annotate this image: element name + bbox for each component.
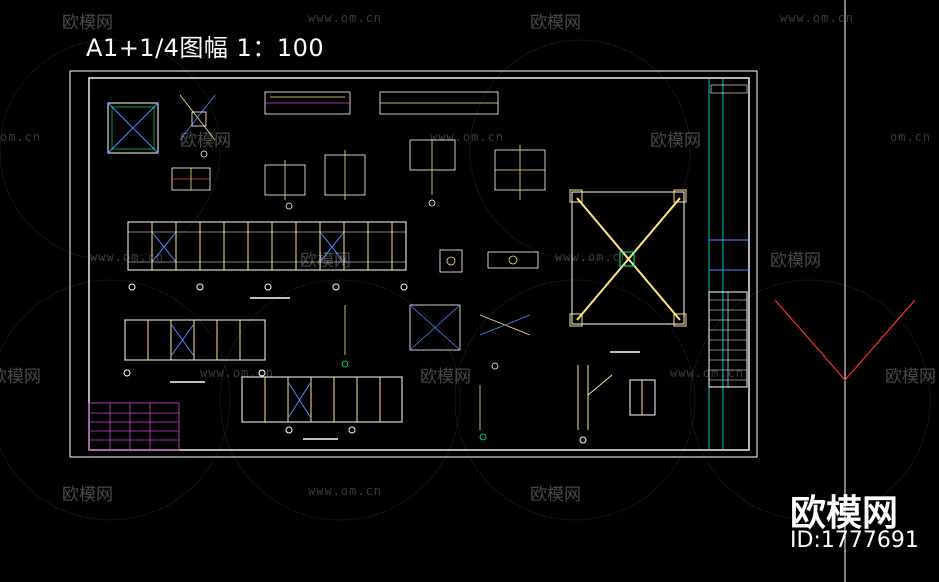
model-id: ID:1777691 (790, 528, 919, 553)
watermark-url: om.cn (890, 130, 932, 144)
red-annotation-v (774, 299, 916, 381)
watermark-brand: 欧模网 (180, 131, 231, 151)
watermark-url: om.cn (0, 130, 42, 144)
watermark-url: www.om.cn (430, 130, 505, 144)
detail-braced-panel[interactable] (107, 102, 159, 154)
sheet-outer-frame[interactable] (69, 70, 758, 458)
watermark-brand: 欧模网 (530, 485, 581, 505)
watermark-url: www.om.cn (90, 250, 165, 264)
watermark-brand: 欧模网 (885, 367, 936, 387)
detail-x-brace[interactable] (569, 189, 687, 353)
sheet-title: A1+1/4图幅 1：100 (86, 34, 325, 62)
watermark-brand: 欧模网 (530, 13, 581, 33)
brand-logo-text: 欧模网 (790, 493, 899, 534)
watermark-brand: 欧模网 (650, 131, 701, 151)
watermark-brand: 欧模网 (0, 367, 41, 387)
watermark-url: www.om.cn (670, 366, 745, 380)
watermark-brand: 欧模网 (62, 485, 113, 505)
watermark-url: www.om.cn (200, 366, 275, 380)
elevation-frame-2[interactable] (123, 319, 266, 383)
watermark-url: www.om.cn (780, 11, 855, 25)
detail-column-joint (577, 365, 656, 444)
watermark-brand: 欧模网 (770, 251, 821, 271)
watermark-circles (0, 39, 931, 521)
watermark-url: www.om.cn (555, 250, 630, 264)
elevation-frame-1[interactable] (127, 221, 408, 299)
watermark-brand: 欧模网 (62, 13, 113, 33)
watermark-url: www.om.cn (308, 11, 383, 25)
watermark-brand: 欧模网 (300, 251, 351, 271)
parts-table[interactable] (88, 402, 180, 451)
watermark-url: www.om.cn (308, 484, 383, 498)
watermark-brand: 欧模网 (420, 367, 471, 387)
sheet-inner-frame (88, 77, 750, 451)
center-details (341, 249, 539, 441)
elevation-frame-3[interactable] (241, 376, 403, 440)
title-block[interactable] (708, 78, 749, 450)
detail-connections (171, 91, 546, 210)
